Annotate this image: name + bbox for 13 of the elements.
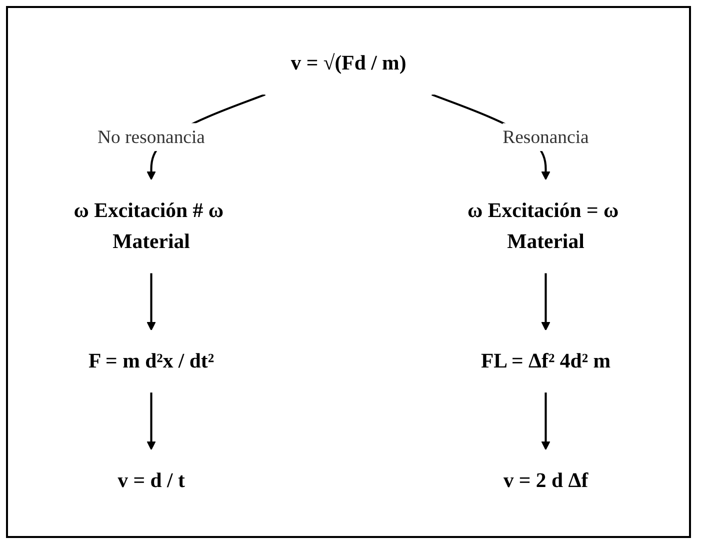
- node-text: F = m d²x / dt²: [88, 350, 214, 373]
- arrow: [146, 392, 156, 450]
- edge-label: No resonancia: [98, 126, 205, 147]
- edge-label: Resonancia: [502, 126, 589, 147]
- node-text: FL = Δf² 4d² m: [480, 350, 611, 373]
- node-text: v = √(Fd / m): [290, 52, 406, 75]
- arrow: [541, 273, 550, 331]
- arrow: [146, 273, 156, 331]
- node-text: v = d / t: [118, 469, 185, 492]
- node-text: v = 2 d Δf: [503, 469, 588, 492]
- node-text: ω Excitación # ω Material: [74, 199, 224, 254]
- node-text: ω Excitación = ω Material: [468, 199, 619, 254]
- arrow: [541, 392, 550, 450]
